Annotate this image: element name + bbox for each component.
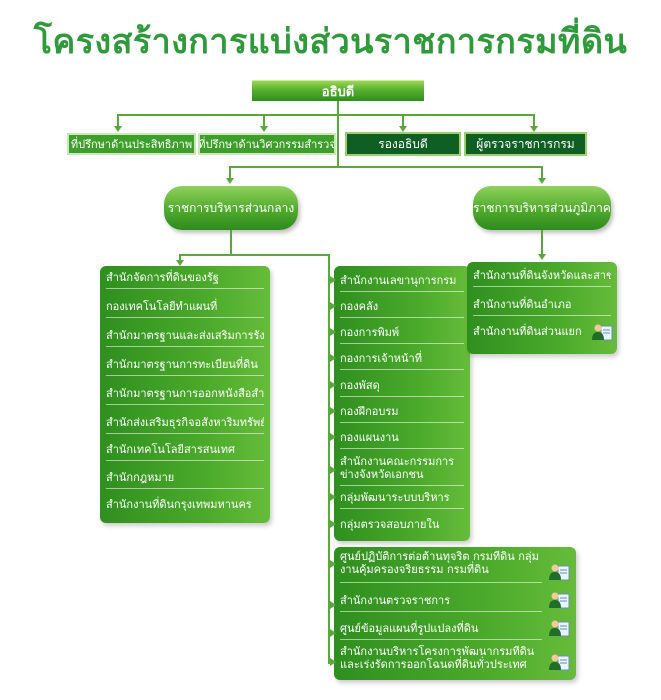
list-item: สำนักงานที่ดินจังหวัดและสาขา (473, 266, 611, 287)
connector (117, 114, 119, 128)
list-item: สำนักส่งเสริมธุรกิจอสังหาริมทรัพย์ (106, 413, 264, 434)
list-item: ศูนย์ข้อมูลแผนที่รูปแปลงที่ดิน (340, 619, 542, 640)
connector (229, 166, 543, 168)
regional-administration-pill: ราชการบริหารส่วนภูมิภาค (473, 186, 611, 230)
arrow (399, 126, 407, 132)
list-item: สำนักงานเลขานุการกรม (340, 271, 464, 292)
list-item: สำนักเทคโนโลยีสารสนเทศ (106, 440, 264, 461)
list-item: สำนักมาตรฐานการออกหนังสือสำคัญ (106, 384, 264, 405)
person-document-icon (592, 324, 613, 341)
connector (541, 166, 543, 180)
person-document-icon (549, 592, 570, 609)
arrow (330, 629, 336, 637)
director-general-box: อธิบดี (252, 80, 424, 101)
connector (328, 254, 330, 664)
arrow (330, 381, 336, 389)
person-document-icon (549, 620, 570, 637)
arrow (330, 407, 336, 415)
list-item: กองเทคโนโลยีทำแผนที่ (106, 297, 264, 318)
arrow (330, 354, 336, 362)
list-item: กองฝึกอบรม (340, 402, 464, 423)
connector (229, 166, 231, 180)
list-item: ศูนย์ปฏิบัติการต่อต้านทุจริต กรมที่ดิน ก… (340, 550, 542, 583)
person-document-icon (549, 654, 570, 671)
arrow (538, 178, 546, 184)
connector (230, 230, 232, 256)
list-item: กองคลัง (340, 297, 464, 318)
page-title: โครงสร้างการแบ่งส่วนราชการกรมที่ดิน (33, 22, 628, 62)
central-administration-pill: ราชการบริหารส่วนกลาง (164, 186, 298, 230)
deputy-director-box: รองอธิบดี (345, 132, 461, 156)
arrow (226, 178, 234, 184)
advisor-survey-box: ที่ปรึกษาด้านวิศวกรรมสำรวจ (198, 133, 336, 155)
arrow (330, 433, 336, 441)
inspector-box: ผู้ตรวจราชการกรม (464, 132, 587, 156)
list-item: สำนักมาตรฐานและส่งเสริมการรังวัด (106, 326, 264, 347)
list-item: สำนักงานบริหารโครงการพัฒนากรมที่ดินและเร… (340, 645, 535, 671)
list-item: กองพัสดุ (340, 376, 464, 397)
central-left-panel: สำนักจัดการที่ดินของรัฐ กองเทคโนโลยีทำแผ… (100, 266, 270, 523)
connector (533, 114, 535, 128)
arrow (260, 126, 268, 132)
arrow (330, 466, 336, 474)
connector (402, 114, 404, 128)
list-item: สำนักงานคณะกรรมการข่างจังหวัดเอกชน (340, 455, 464, 486)
list-item: สำนักงานตรวจราชการ (340, 591, 542, 612)
connector (337, 101, 339, 168)
arrow (330, 276, 336, 284)
connector (541, 230, 543, 254)
connector (263, 114, 265, 128)
list-item: สำนักกฎหมาย (106, 468, 264, 489)
director-general-label: อธิบดี (321, 84, 355, 100)
arrow (330, 658, 336, 666)
arrow (330, 520, 336, 528)
list-item: สำนักงานที่ดินอำเภอ (473, 295, 611, 316)
list-item: กองการพิมพ์ (340, 323, 464, 344)
arrow (114, 126, 122, 132)
list-item: สำนักงานที่ดินส่วนแยก (473, 325, 582, 338)
connector (179, 254, 330, 256)
list-item: กองการเจ้าหน้าที่ (340, 349, 464, 370)
list-item: สำนักมาตรฐานการทะเบียนที่ดิน (106, 355, 264, 376)
connector (179, 254, 181, 262)
arrow (330, 601, 336, 609)
list-item: สำนักงานที่ดินกรุงเทพมหานคร (106, 498, 252, 511)
arrow (330, 302, 336, 310)
regional-panel: สำนักงานที่ดินจังหวัดและสาขา สำนักงานที่… (467, 262, 617, 354)
arrow (176, 260, 184, 266)
arrow (538, 254, 546, 260)
list-item: กลุ่มพัฒนาระบบบริหาร (340, 488, 464, 509)
list-item: กองแผนงาน (340, 428, 464, 449)
arrow (330, 493, 336, 501)
advisor-efficiency-box: ที่ปรึกษาด้านประสิทธิภาพ (67, 133, 196, 155)
connector (117, 114, 535, 116)
central-mid-panel: สำนักงานเลขานุการกรม กองคลัง กองการพิมพ์… (334, 266, 470, 541)
person-document-icon (549, 564, 570, 581)
arrow (530, 126, 538, 132)
list-item: สำนักจัดการที่ดินของรัฐ (106, 268, 264, 289)
arrow (330, 560, 336, 568)
central-bottom-panel: ศูนย์ปฏิบัติการต่อต้านทุจริต กรมที่ดิน ก… (334, 547, 576, 680)
list-item: กลุ่มตรวจสอบภายใน (340, 518, 440, 531)
arrow (330, 328, 336, 336)
